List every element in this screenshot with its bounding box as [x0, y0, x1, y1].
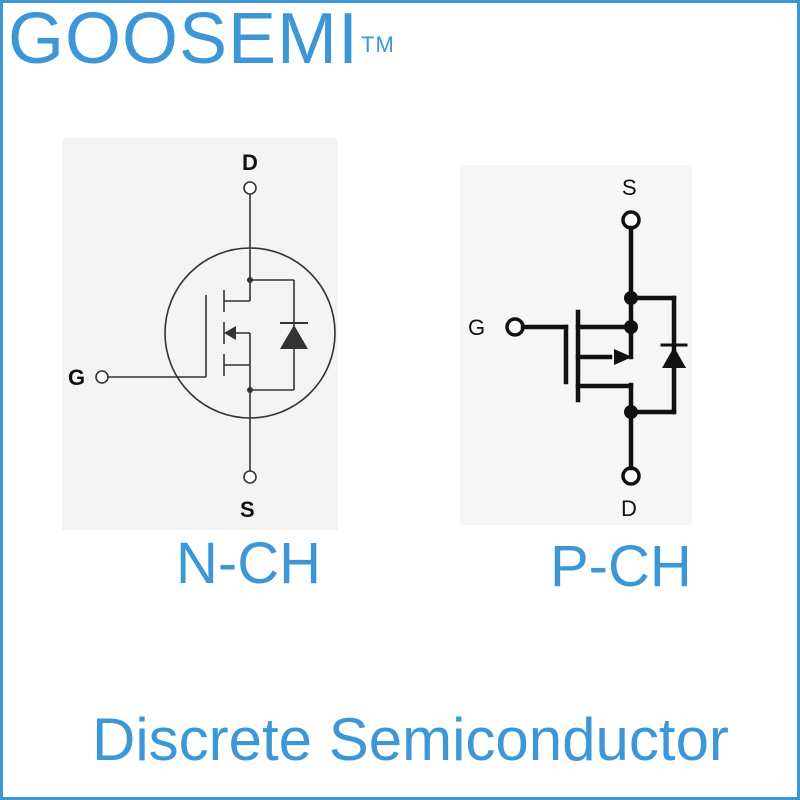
n-ch-pin-g-label: G — [68, 365, 85, 390]
p-ch-caption: P-CH — [550, 534, 692, 599]
p-ch-junction-dot — [624, 405, 638, 419]
n-ch-junction-dot — [247, 387, 253, 393]
p-ch-diode-icon — [662, 347, 686, 368]
n-ch-pin-d-label: D — [242, 150, 258, 175]
n-ch-symbol — [95, 181, 336, 484]
n-ch-caption: N-CH — [176, 531, 321, 596]
p-ch-junction-dot — [624, 320, 638, 334]
brand-name: GOOSEMI — [8, 0, 360, 79]
n-ch-gate-terminal — [95, 370, 109, 384]
p-ch-junction-dot — [624, 291, 638, 305]
p-ch-source-terminal — [621, 210, 641, 230]
n-ch-source-terminal — [243, 470, 257, 484]
n-ch-pin-s-label: S — [240, 497, 255, 522]
p-ch-gate-terminal — [505, 317, 525, 337]
p-ch-pin-s-label: S — [622, 175, 637, 200]
tagline: Discrete Semiconductor — [92, 706, 729, 773]
n-ch-junction-dot — [247, 277, 253, 283]
brand-logo: GOOSEMITM — [8, 2, 395, 76]
p-ch-drain-terminal — [621, 466, 641, 486]
n-ch-diode-icon — [280, 325, 308, 349]
p-ch-arrow-icon — [614, 349, 632, 365]
trademark-mark: TM — [361, 32, 395, 57]
p-ch-pin-d-label: D — [621, 496, 637, 521]
n-ch-arrow-icon — [224, 326, 236, 340]
p-ch-pin-g-label: G — [468, 315, 485, 340]
n-ch-drain-terminal — [243, 181, 257, 195]
